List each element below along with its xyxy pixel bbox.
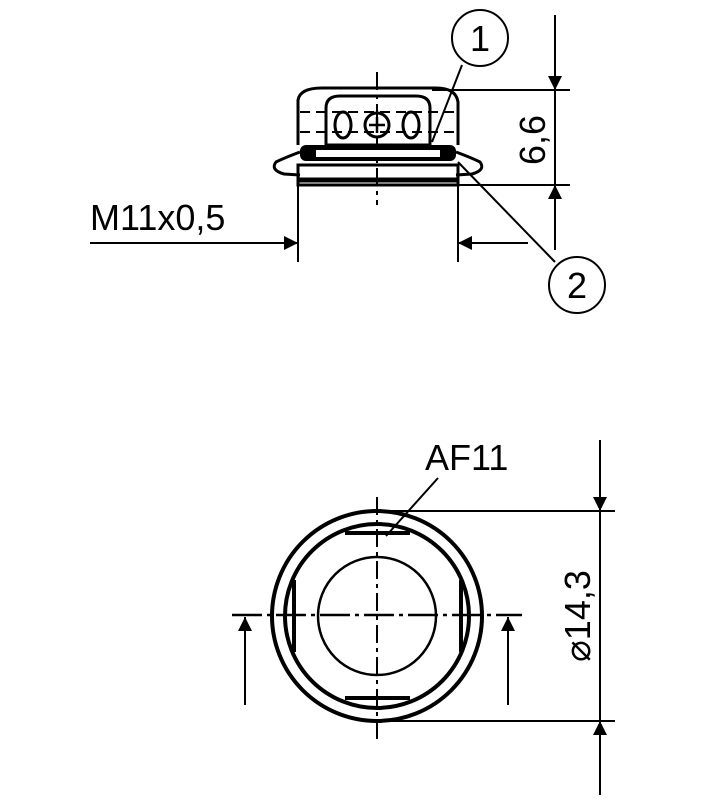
flange-left xyxy=(272,150,301,177)
leader-line xyxy=(385,477,439,537)
thread-dimension-label: M11x0,5 xyxy=(90,197,225,238)
callout-2-label: 2 xyxy=(567,265,587,306)
diameter-dimension-label: ⌀14,3 xyxy=(557,570,598,662)
callout-circle xyxy=(548,256,606,314)
across-flats-label: AF11 xyxy=(425,437,508,478)
bottom-view: AF11 ⌀14,3 xyxy=(232,437,615,795)
callout-1-label: 1 xyxy=(470,18,490,59)
center-hole xyxy=(363,111,391,139)
o-ring-inner xyxy=(316,150,440,157)
flange-right xyxy=(455,150,484,177)
body-outline xyxy=(296,86,460,145)
leader-line xyxy=(431,64,463,143)
oval-hole xyxy=(401,110,421,140)
leader-line xyxy=(457,161,556,263)
side-view: 6,6 M11x0,5 1 2 xyxy=(90,9,606,314)
hidden-lines xyxy=(300,111,458,133)
window xyxy=(324,94,432,147)
callout-circle xyxy=(451,9,509,67)
height-dimension-label: 6,6 xyxy=(512,115,553,165)
plus-icon xyxy=(369,117,385,133)
thread-section xyxy=(296,163,460,187)
oval-hole xyxy=(333,110,353,140)
